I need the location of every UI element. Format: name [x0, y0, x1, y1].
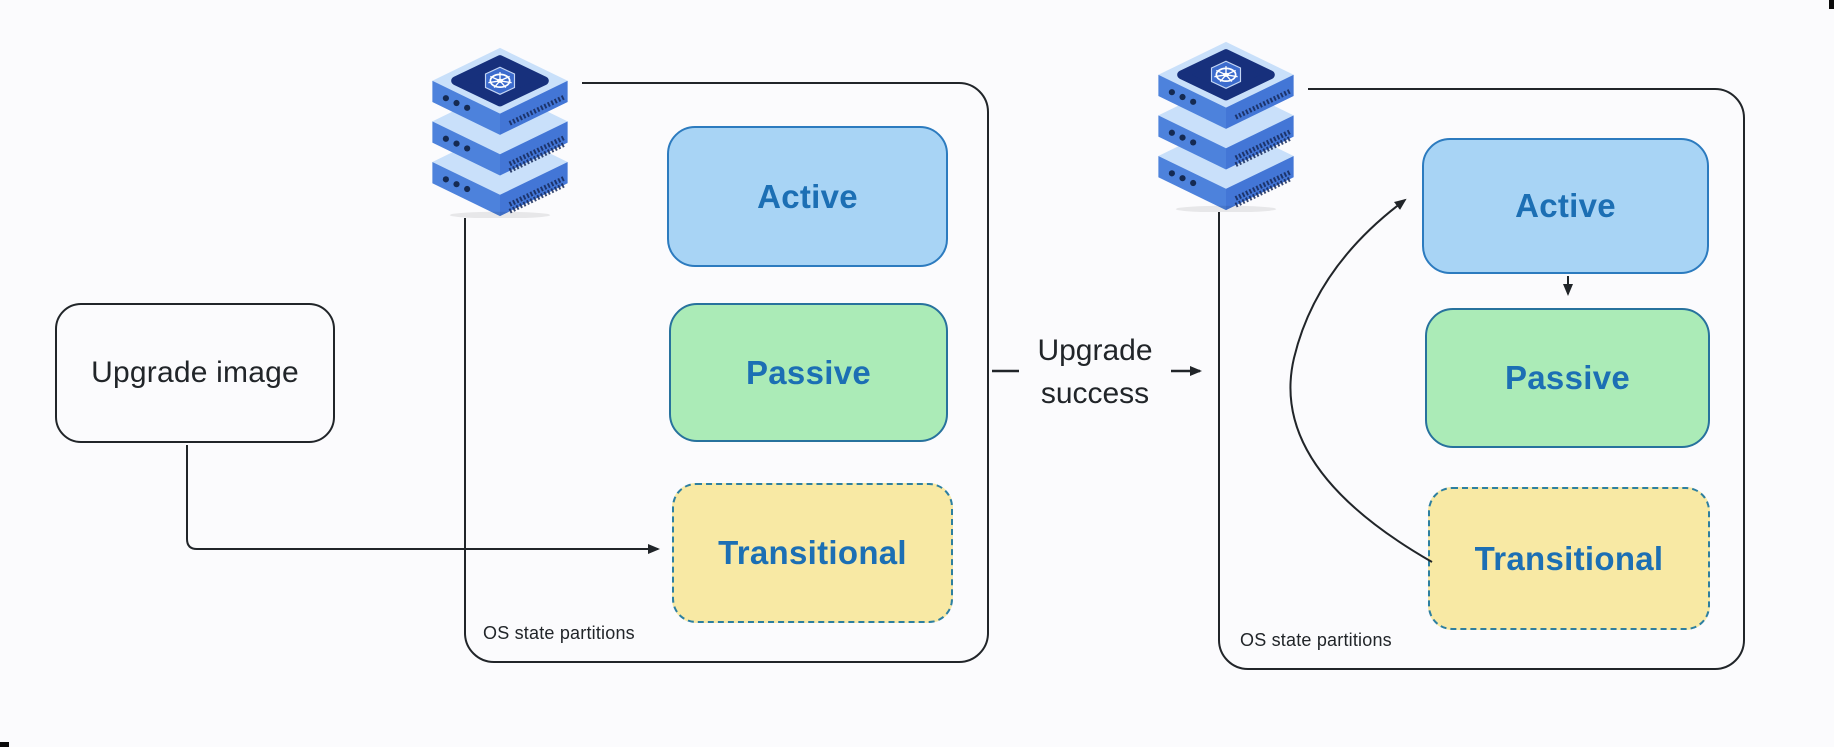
right-cluster-caption: OS state partitions	[1240, 630, 1392, 650]
upgrade-image-node: Upgrade image	[55, 303, 335, 443]
left-transitional-label: Transitional	[718, 534, 907, 571]
right-transitional-label: Transitional	[1474, 539, 1664, 577]
left-os-partitions-container	[464, 82, 989, 663]
left-active-partition: Active	[667, 126, 948, 267]
left-passive-partition: Passive	[669, 303, 948, 442]
left-cluster-caption: OS state partitions	[483, 623, 635, 643]
upgrade-image-label: Upgrade image	[91, 356, 299, 389]
kubernetes-server-stack-icon	[1144, 40, 1308, 212]
upgrade-success-label: Upgrade success	[1019, 326, 1171, 418]
right-os-partitions-container	[1218, 88, 1745, 670]
right-transitional-partition: Transitional	[1428, 487, 1710, 630]
upgrade-success-line2: success	[1040, 377, 1150, 410]
right-active-label: Active	[1515, 187, 1616, 224]
right-active-partition: Active	[1422, 138, 1709, 274]
left-passive-label: Passive	[745, 353, 872, 391]
screenshot-corner-mark	[0, 742, 9, 747]
screenshot-corner-mark	[1829, 0, 1834, 9]
kubernetes-server-stack-icon	[418, 46, 582, 218]
right-passive-partition: Passive	[1425, 308, 1710, 448]
left-transitional-partition: Transitional	[672, 483, 953, 623]
right-passive-label: Passive	[1504, 359, 1631, 396]
upgrade-success-line1: Upgrade	[1037, 334, 1153, 367]
left-active-label: Active	[757, 177, 858, 215]
